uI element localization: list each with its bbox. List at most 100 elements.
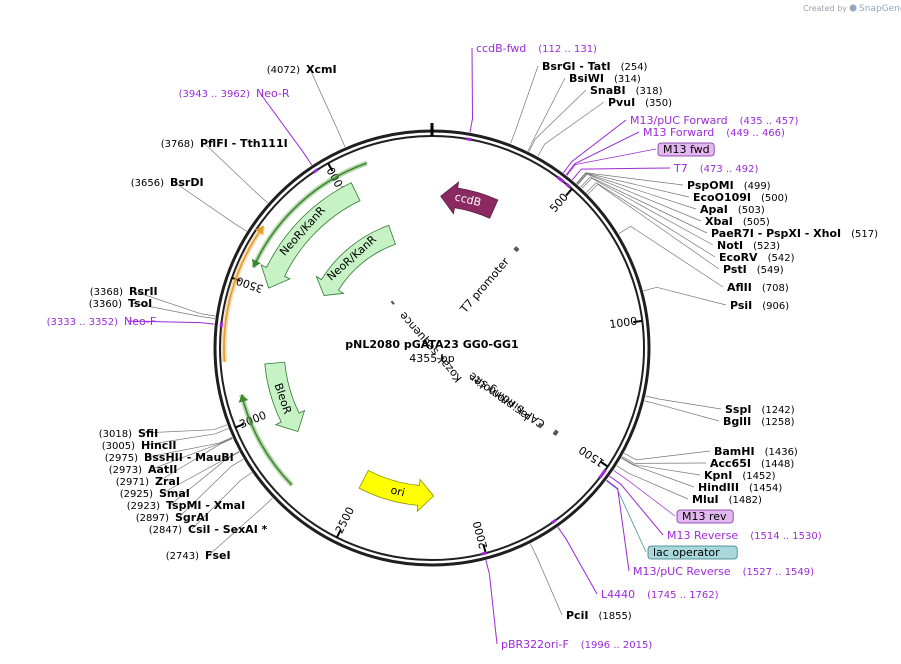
site-label-rsrii: RsrII(3368) — [90, 285, 158, 298]
leader-noti — [581, 177, 714, 246]
site-label-acc65i: Acc65I(1448) — [710, 457, 794, 470]
psii-name: PsiI — [730, 299, 752, 312]
feature-neokanr-inner — [315, 224, 396, 296]
leader-ccdb-fwd — [469, 47, 474, 133]
lac-prom-mark — [537, 422, 544, 429]
pcii-position: (1855) — [598, 611, 631, 622]
tick-label: 2000 — [471, 520, 491, 550]
ecorv-name: EcoRV — [719, 251, 758, 264]
credit: Created by SnapGene — [803, 4, 901, 14]
m13-rev-box-text: M13 rev — [682, 510, 727, 523]
m13-forward-name: M13 Forward — [643, 126, 714, 139]
site-label-pspomi: PspOMI(499) — [687, 179, 771, 192]
eco0109i-position: (500) — [761, 193, 788, 204]
site-label-bsrdi: BsrDI(3656) — [131, 176, 204, 189]
zrai-name: ZraI — [155, 475, 180, 488]
pflfi-name: PflFI - Tth111I — [200, 137, 288, 150]
m13-forward-position: (449 .. 466) — [726, 128, 785, 139]
bamhi-position: (1436) — [765, 447, 798, 458]
leader-hindiii — [621, 457, 695, 488]
neo-arc-green — [252, 162, 368, 268]
site-label-m13-reverse: M13 Reverse(1514 .. 1530) — [667, 529, 822, 542]
bglii-name: BglII — [723, 415, 751, 428]
aflii-position: (708) — [762, 283, 789, 294]
site-label-psti: PstI (549) — [723, 263, 784, 276]
hindiii-position: (1454) — [749, 483, 782, 494]
m13-puc-fwd-position: (435 .. 457) — [740, 116, 799, 127]
tsoi-name: TsoI — [128, 297, 152, 310]
site-label-apai: ApaI(503) — [700, 203, 765, 216]
leader-ecorv — [586, 182, 716, 258]
leader-m13-fwd-box — [566, 148, 657, 176]
pspomi-position: (499) — [744, 181, 771, 192]
t7-position: (473 .. 492) — [700, 164, 759, 175]
credit-prefix: Created by — [803, 4, 847, 13]
site-labels: XcmI(4072)Neo-R(3943 .. 3962)PflFI - Tth… — [47, 42, 879, 651]
credit-brand: SnapGene — [859, 4, 901, 14]
site-label-t7: T7(473 .. 492) — [673, 162, 759, 175]
sspi-name: SspI — [725, 403, 751, 416]
bsrgi-position: (254) — [621, 62, 648, 73]
xbai-position: (505) — [743, 217, 770, 228]
m13-fwd-box-text: M13 fwd — [663, 143, 710, 156]
leader-paer7i — [580, 176, 708, 234]
site-label-l4440: L4440(1745 .. 1762) — [601, 588, 719, 601]
bsiwi-name: BsiWI — [569, 72, 604, 85]
tsoi-position: (3360) — [89, 299, 122, 310]
site-label-m13-puc-fwd: M13/pUC Forward(435 .. 457) — [630, 114, 798, 127]
feature-label-neokanr-outer: NeoR/KanR — [277, 204, 328, 259]
psii-position: (906) — [762, 301, 789, 312]
leader-m13-forward — [565, 131, 640, 176]
pflfi-position: (3768) — [161, 139, 194, 150]
site-label-ccdb-fwd: ccdB-fwd(112 .. 131) — [476, 42, 597, 55]
site-label-aflii: AflII(708) — [727, 281, 789, 294]
site-label-snabi: SnaBI(318) — [590, 84, 663, 97]
pbr322ori-f-name: pBR322ori-F — [501, 638, 569, 651]
bleo-arc-green — [240, 394, 293, 486]
m13-rev-box-box — [676, 509, 734, 524]
snapgene-logo-icon — [849, 4, 857, 12]
psti-name: PstI — [723, 263, 747, 276]
pcii-name: PciI — [566, 609, 588, 622]
leader-acc65i — [622, 456, 707, 464]
leader-bamhi — [623, 450, 711, 461]
site-label-tsoi: TsoI (3360) — [89, 297, 153, 310]
site-label-ecorv: EcoRV(542) — [719, 251, 795, 264]
leader-csii — [191, 472, 253, 530]
leader-pflfi — [203, 142, 269, 204]
leader-bsrdi — [173, 181, 247, 232]
site-label-zrai: ZraI(2971) — [116, 475, 180, 488]
sgrai-position: (2897) — [136, 513, 169, 524]
fsei-name: FseI — [205, 549, 231, 562]
site-label-neo-r: Neo-R(3943 .. 3962) — [179, 87, 290, 100]
orange-arc-head — [254, 226, 264, 236]
leader-xcmi — [309, 68, 346, 148]
leader-bsrgi — [510, 65, 539, 144]
site-label-bsshii: BssHII - MauBI(2975) — [105, 451, 234, 464]
aatii-position: (2973) — [109, 465, 142, 476]
leader-psti — [587, 183, 720, 270]
leader-neo-f — [127, 320, 215, 325]
tick-label: 1500 — [576, 443, 606, 469]
sspi-position: (1242) — [761, 405, 794, 416]
apai-name: ApaI — [700, 203, 728, 216]
csii-name: CsiI - SexAI * — [188, 523, 268, 536]
tick-mark — [565, 188, 573, 197]
ccdb-fwd-name: ccdB-fwd — [476, 42, 526, 55]
psti-position: (549) — [757, 265, 784, 276]
primer-mark-l4440 — [551, 518, 557, 525]
fsei-position: (2743) — [166, 551, 199, 562]
site-label-neo-f: Neo-F(3333 .. 3352) — [47, 315, 157, 328]
primer-mark-pbr322ori-f — [481, 551, 487, 556]
site-label-noti: NotI(523) — [717, 239, 780, 252]
m13-puc-rev-position: (1527 .. 1549) — [743, 567, 815, 578]
thin-arcs — [221, 160, 368, 487]
primer-mark-neo-r — [312, 168, 319, 174]
site-label-m13-forward: M13 Forward (449 .. 466) — [643, 126, 785, 139]
bsiwi-position: (314) — [614, 74, 641, 85]
smai-name: SmaI — [159, 487, 190, 500]
leader-fsei — [208, 497, 273, 556]
center-info: pNL2080 pGATA23 GG0-GG1 4355 bp — [345, 338, 518, 365]
leader-sfii — [141, 424, 228, 434]
bsshii-position: (2975) — [105, 453, 138, 464]
